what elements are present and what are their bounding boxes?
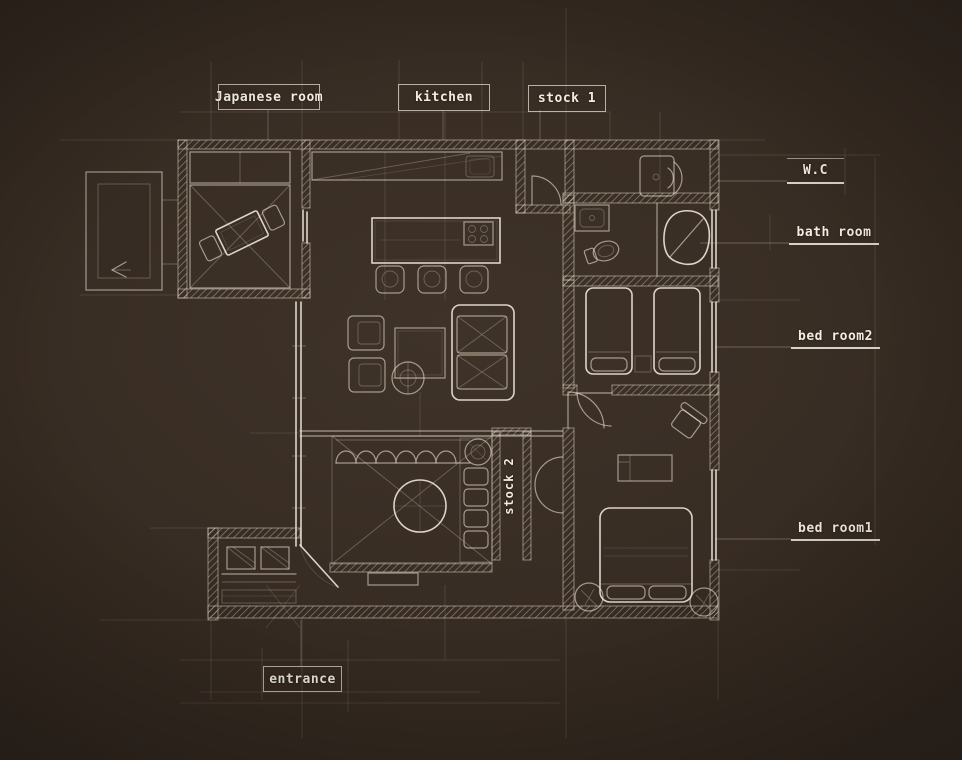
kitchen-island (371, 217, 501, 264)
doors (299, 175, 613, 588)
desk (617, 454, 673, 482)
windows (292, 209, 717, 561)
floor-mat (367, 572, 419, 586)
armchair-1 (347, 315, 385, 351)
shoe-cabinet (226, 546, 290, 570)
bathtub (663, 210, 711, 266)
living-room (347, 304, 515, 401)
work-room (331, 435, 493, 586)
desk-chair (671, 402, 708, 439)
armchair-2 (348, 357, 386, 393)
toilet (583, 240, 620, 265)
construction-guides (60, 8, 880, 738)
label-entrance: entrance (263, 666, 342, 692)
sink-pot (464, 438, 492, 466)
bath-room (663, 210, 711, 266)
low-table-with-chairs (198, 204, 286, 262)
stove (463, 221, 494, 246)
label-stock-1: stock 1 (528, 85, 606, 112)
entrance-area (221, 546, 297, 604)
label-wc: W.C (787, 158, 844, 184)
label-kitchen: kitchen (398, 84, 490, 111)
plant (391, 361, 425, 395)
bed-room-1 (574, 402, 719, 617)
sofa (451, 304, 515, 401)
label-bath-room: bath room (789, 222, 879, 245)
japanese-room (189, 151, 291, 289)
deck-arrow-icon (110, 261, 131, 278)
washstand (639, 155, 683, 197)
shelf-unit (459, 437, 493, 563)
entry-steps (221, 573, 297, 604)
kitchen (311, 151, 503, 294)
double-bed (599, 507, 693, 603)
walls (177, 139, 720, 621)
side-stool-right (689, 587, 719, 617)
side-stool-left (574, 582, 604, 612)
wc-room (574, 204, 620, 265)
deck (85, 171, 178, 291)
bar-stools (375, 265, 489, 294)
label-japanese-room: Japanese room (215, 84, 323, 110)
label-bed-room-2: bed room2 (791, 326, 880, 349)
label-bed-room-1: bed room1 (791, 518, 880, 541)
label-stock-2: stock 2 (502, 457, 516, 515)
label-leader-lines (267, 110, 791, 666)
round-rug (393, 479, 447, 533)
bed-room-2 (585, 287, 701, 375)
coffee-table (394, 327, 446, 379)
